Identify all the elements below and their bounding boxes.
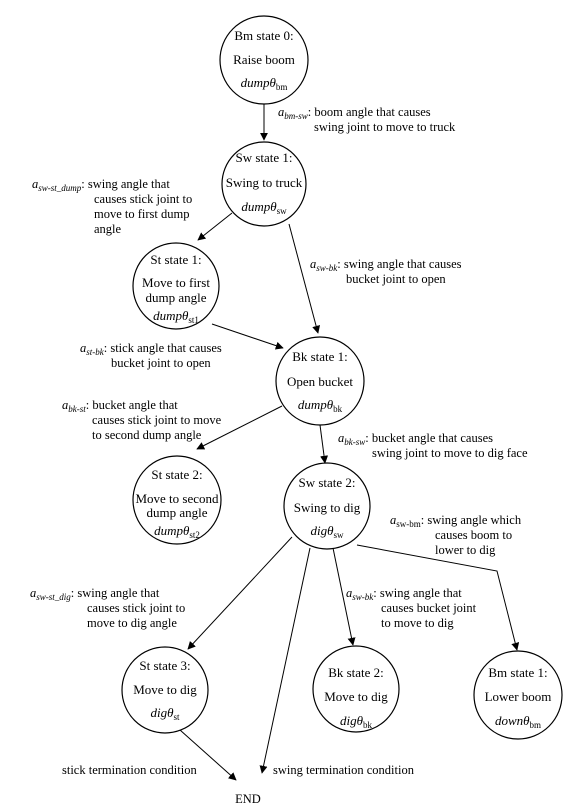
svg-text:bucket joint to open: bucket joint to open [111, 356, 211, 370]
svg-text:asw-bk: swing angle that: asw-bk: swing angle that [346, 586, 462, 602]
node-bk-state-1: Bk state 1: Open bucket dumpθbk [275, 336, 365, 426]
node-label: Open bucket [287, 374, 353, 389]
node-param: digθbk [340, 713, 373, 730]
edge-st3-end [179, 729, 237, 781]
annotation-a-sw-bk: asw-bk: swing angle that causes bucket j… [310, 257, 462, 286]
node-label: Move to dig [133, 682, 197, 697]
node-param: downθbm [495, 713, 541, 730]
node-label: dump angle [146, 505, 207, 520]
node-bm-state-1: Bm state 1: Lower boom downθbm [473, 650, 563, 740]
node-st-state-2: St state 2: Move to second dump angle du… [132, 455, 222, 545]
svg-text:asw-st_dump: swing angle that: asw-st_dump: swing angle that [32, 177, 170, 193]
svg-text:abk-st: bucket angle that: abk-st: bucket angle that [62, 398, 178, 414]
svg-text:causes stick joint to move: causes stick joint to move [92, 413, 222, 427]
edge-sw1-bk1 [288, 223, 321, 334]
annotation-a-sw-bm: asw-bm: swing angle which causes boom to… [390, 513, 522, 557]
node-title: Bk state 2: [328, 665, 384, 680]
node-label: Move to first [142, 275, 210, 290]
annotation-a-sw-bk-2: asw-bk: swing angle that causes bucket j… [346, 586, 477, 630]
node-label: Move to second [135, 491, 219, 506]
svg-text:ast-bk: stick angle that cause: ast-bk: stick angle that causes [80, 341, 222, 357]
node-st-state-3: St state 3: Move to dig digθst [121, 646, 209, 734]
node-param: dumpθbm [241, 75, 288, 92]
end-label: END [235, 792, 261, 806]
annotation-a-bk-st: abk-st: bucket angle that causes stick j… [62, 398, 222, 442]
node-bk-state-2: Bk state 2: Move to dig digθbk [312, 645, 400, 733]
node-label: Raise boom [233, 52, 295, 67]
node-bm-state-0: Bm state 0: Raise boom dumpθbm [219, 15, 309, 105]
node-title: Bm state 0: [234, 28, 293, 43]
edge-bk1-st2 [196, 405, 283, 450]
svg-text:angle: angle [94, 222, 122, 236]
svg-text:causes bucket joint: causes bucket joint [381, 601, 477, 615]
edge-sw2-end [259, 547, 311, 774]
svg-text:asw-bk: swing angle that cause: asw-bk: swing angle that causes [310, 257, 462, 273]
edges [179, 104, 520, 781]
svg-text:swing joint to move to truck: swing joint to move to truck [314, 120, 456, 134]
svg-text:causes stick joint to: causes stick joint to [94, 192, 192, 206]
node-title: Sw state 2: [298, 475, 355, 490]
svg-text:abm-sw: boom angle that causes: abm-sw: boom angle that causes [278, 105, 431, 121]
swing-termination-label: swing termination condition [273, 763, 415, 777]
svg-text:lower to dig: lower to dig [435, 543, 496, 557]
stick-termination-label: stick termination condition [62, 763, 197, 777]
node-label: Lower boom [485, 689, 552, 704]
node-title: Sw state 1: [235, 150, 292, 165]
node-title: Bk state 1: [292, 349, 348, 364]
svg-text:causes stick joint to: causes stick joint to [87, 601, 185, 615]
edge-st1-bk1 [211, 323, 284, 350]
node-label: dump angle [145, 290, 206, 305]
annotation-a-sw-st-dump: asw-st_dump: swing angle that causes sti… [32, 177, 192, 236]
node-param: dumpθsw [241, 199, 287, 216]
node-param: dumpθst2 [154, 523, 200, 540]
node-label: Swing to truck [226, 175, 303, 190]
svg-text:bucket joint to open: bucket joint to open [346, 272, 446, 286]
annotation-a-bk-sw: abk-sw: bucket angle that causes swing j… [338, 431, 528, 460]
node-param: digθst [150, 705, 180, 722]
node-param: dumpθbk [298, 397, 343, 414]
edge-sw1-st1 [197, 212, 233, 241]
annotation-a-sw-st-dig: asw-st_dig: swing angle that causes stic… [30, 586, 185, 630]
svg-text:causes boom to: causes boom to [435, 528, 512, 542]
svg-text:asw-st_dig: swing angle that: asw-st_dig: swing angle that [30, 586, 160, 602]
annotation-a-bm-sw: abm-sw: boom angle that causes swing joi… [278, 105, 456, 134]
node-st-state-1: St state 1: Move to first dump angle dum… [132, 242, 220, 330]
node-title: St state 3: [139, 658, 190, 673]
node-title: St state 1: [150, 252, 201, 267]
edge-sw2-bk2 [332, 547, 356, 646]
node-sw-state-1: Sw state 1: Swing to truck dumpθsw [221, 141, 307, 227]
svg-text:to move to dig: to move to dig [381, 616, 454, 630]
annotation-a-st-bk: ast-bk: stick angle that causes bucket j… [80, 341, 222, 370]
node-title: St state 2: [151, 467, 202, 482]
node-sw-state-2: Sw state 2: Swing to dig digθsw [283, 462, 371, 550]
node-title: Bm state 1: [488, 665, 547, 680]
edge-sw2-st3 [187, 536, 293, 650]
svg-text:abk-sw: bucket angle that caus: abk-sw: bucket angle that causes [338, 431, 493, 447]
edge-bk1-sw2 [319, 424, 329, 464]
node-label: Swing to dig [294, 500, 361, 515]
node-param: dumpθst1 [153, 308, 199, 325]
node-param: digθsw [310, 523, 344, 540]
svg-text:asw-bm: swing angle which: asw-bm: swing angle which [390, 513, 522, 529]
svg-text:swing joint to move to dig fac: swing joint to move to dig face [372, 446, 528, 460]
node-label: Move to dig [324, 689, 388, 704]
edge-sw2-bm1 [356, 544, 520, 651]
svg-text:move to dig angle: move to dig angle [87, 616, 177, 630]
svg-text:move to first dump: move to first dump [94, 207, 189, 221]
svg-text:to second dump angle: to second dump angle [92, 428, 202, 442]
